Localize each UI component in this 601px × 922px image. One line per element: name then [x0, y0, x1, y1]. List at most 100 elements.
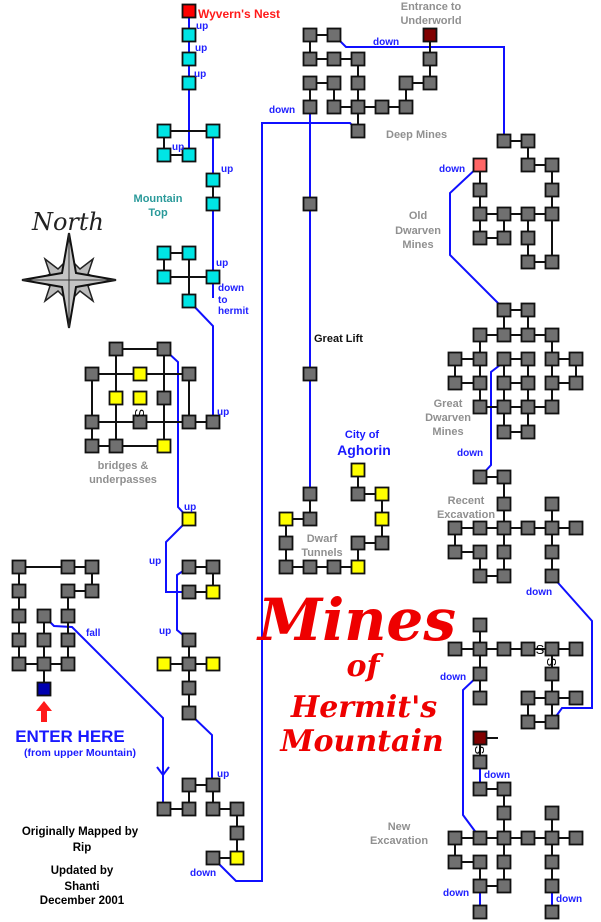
exit-path	[551, 575, 593, 723]
room	[374, 511, 390, 527]
room	[205, 414, 221, 430]
dir-down: down	[457, 448, 483, 459]
room	[472, 754, 488, 770]
room	[278, 559, 294, 575]
label-bridges-1: bridges &	[98, 460, 149, 472]
dir-up: up	[221, 164, 233, 175]
secret-marker: S	[132, 409, 147, 418]
room	[350, 123, 366, 139]
room	[205, 172, 221, 188]
room	[181, 632, 197, 648]
room	[36, 656, 52, 672]
room	[472, 617, 488, 633]
room	[11, 656, 27, 672]
room	[544, 399, 560, 415]
room	[108, 341, 124, 357]
room	[84, 438, 100, 454]
room	[422, 51, 438, 67]
room	[544, 830, 560, 846]
room	[496, 544, 512, 560]
room	[472, 375, 488, 391]
dir-up: up	[196, 21, 208, 32]
room	[520, 520, 536, 536]
dir-fall: fall	[86, 628, 101, 639]
room	[350, 535, 366, 551]
label-mountain-top-1: Mountain	[134, 193, 183, 205]
map-title-line3: Hermit's	[290, 690, 437, 725]
room	[472, 830, 488, 846]
exit-path	[188, 300, 214, 422]
room	[544, 375, 560, 391]
room	[496, 805, 512, 821]
room	[544, 254, 560, 270]
room	[496, 568, 512, 584]
room	[496, 496, 512, 512]
room	[181, 293, 197, 309]
room	[132, 366, 148, 382]
room	[544, 690, 560, 706]
dir-down: down	[439, 164, 465, 175]
label-city-1: City of	[345, 429, 380, 441]
room	[520, 424, 536, 440]
room	[229, 850, 245, 866]
room	[520, 375, 536, 391]
dir-up: up	[184, 502, 196, 513]
room	[181, 656, 197, 672]
room	[205, 584, 221, 600]
room	[544, 666, 560, 682]
compass-rose-icon: North	[21, 208, 117, 329]
room	[326, 75, 342, 91]
room	[496, 351, 512, 367]
room	[520, 690, 536, 706]
label-great-2: Dwarven	[425, 412, 471, 424]
room	[229, 825, 245, 841]
label-dwarf-1: Dwarf	[307, 533, 338, 545]
room	[472, 666, 488, 682]
room	[520, 157, 536, 173]
label-mountain-top-2: Top	[148, 207, 168, 219]
room	[302, 75, 318, 91]
dir-hermit: hermit	[218, 306, 249, 317]
rooms	[11, 3, 584, 920]
label-new-1: New	[388, 821, 411, 833]
room	[84, 366, 100, 382]
label-great-3: Mines	[432, 426, 463, 438]
label-wyverns-nest: Wyvern's Nest	[198, 7, 280, 21]
room	[350, 75, 366, 91]
dir-up: up	[195, 43, 207, 54]
room	[544, 904, 560, 920]
room	[181, 777, 197, 793]
room	[496, 641, 512, 657]
room	[496, 327, 512, 343]
room	[181, 51, 197, 67]
room	[398, 75, 414, 91]
exit-path	[176, 566, 190, 641]
room	[350, 99, 366, 115]
room	[472, 206, 488, 222]
dir-down: down	[443, 888, 469, 899]
dir-up: up	[149, 556, 161, 567]
room	[472, 351, 488, 367]
dir-down: down	[556, 894, 582, 905]
room	[278, 535, 294, 551]
label-entrance-1: Entrance to	[401, 1, 462, 13]
room	[520, 302, 536, 318]
room	[181, 27, 197, 43]
room	[472, 520, 488, 536]
dir-down: down	[269, 105, 295, 116]
room	[447, 520, 463, 536]
room	[520, 327, 536, 343]
room	[472, 544, 488, 560]
room	[156, 341, 172, 357]
room	[472, 641, 488, 657]
room	[496, 230, 512, 246]
enter-here-sub: (from upper Mountain)	[24, 747, 136, 759]
room	[302, 99, 318, 115]
room	[568, 351, 584, 367]
label-recent-1: Recent	[448, 495, 485, 507]
room	[302, 559, 318, 575]
room	[11, 583, 27, 599]
room	[496, 830, 512, 846]
dir-down: down	[484, 770, 510, 781]
